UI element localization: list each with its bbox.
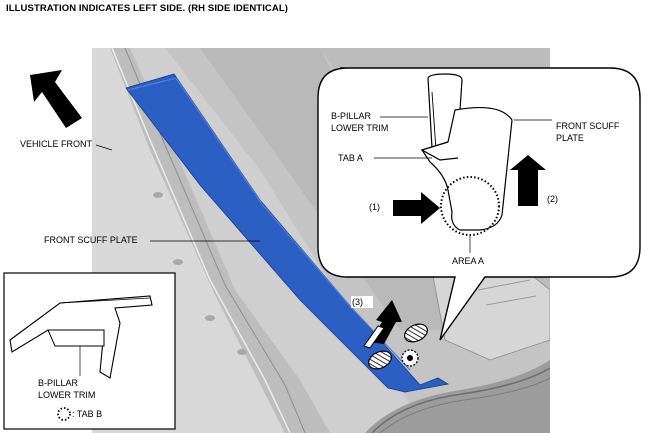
- page-title: ILLUSTRATION INDICATES LEFT SIDE. (RH SI…: [6, 3, 289, 14]
- label-front-scuff-plate: FRONT SCUFF PLATE: [44, 235, 138, 245]
- tab-b-legend-icon: [57, 407, 71, 421]
- label-step-3: (3): [352, 297, 363, 307]
- step-3-arrow: [363, 300, 402, 349]
- step-2-arrow: [510, 155, 546, 206]
- inset-box: [3, 272, 176, 430]
- label-tab-a: TAB A: [338, 153, 363, 163]
- label-front-scuff-plate-detail-line1: FRONT SCUFF: [556, 121, 620, 131]
- label-b-pillar-lower-trim-inset-line1: B-PILLAR: [38, 378, 79, 388]
- clip-hatched-2: [368, 350, 392, 370]
- label-vehicle-front: VEHICLE FRONT: [20, 139, 93, 149]
- label-tab-b-legend: : TAB B: [72, 409, 103, 419]
- detail-callout: [317, 67, 641, 341]
- vehicle-front-arrow: [30, 70, 82, 128]
- step-1-arrow: [393, 192, 440, 224]
- label-front-scuff-plate-detail-line2: PLATE: [556, 133, 584, 143]
- label-step-1: (1): [369, 202, 380, 212]
- label-step-2: (2): [547, 194, 558, 204]
- label-b-pillar-lower-trim-detail-line1: B-PILLAR: [331, 111, 372, 121]
- clip-hatched-1: [404, 323, 428, 343]
- label-area-a: AREA A: [452, 256, 485, 266]
- label-b-pillar-lower-trim-detail-line2: LOWER TRIM: [331, 123, 389, 133]
- label-b-pillar-lower-trim-inset-line2: LOWER TRIM: [38, 390, 96, 400]
